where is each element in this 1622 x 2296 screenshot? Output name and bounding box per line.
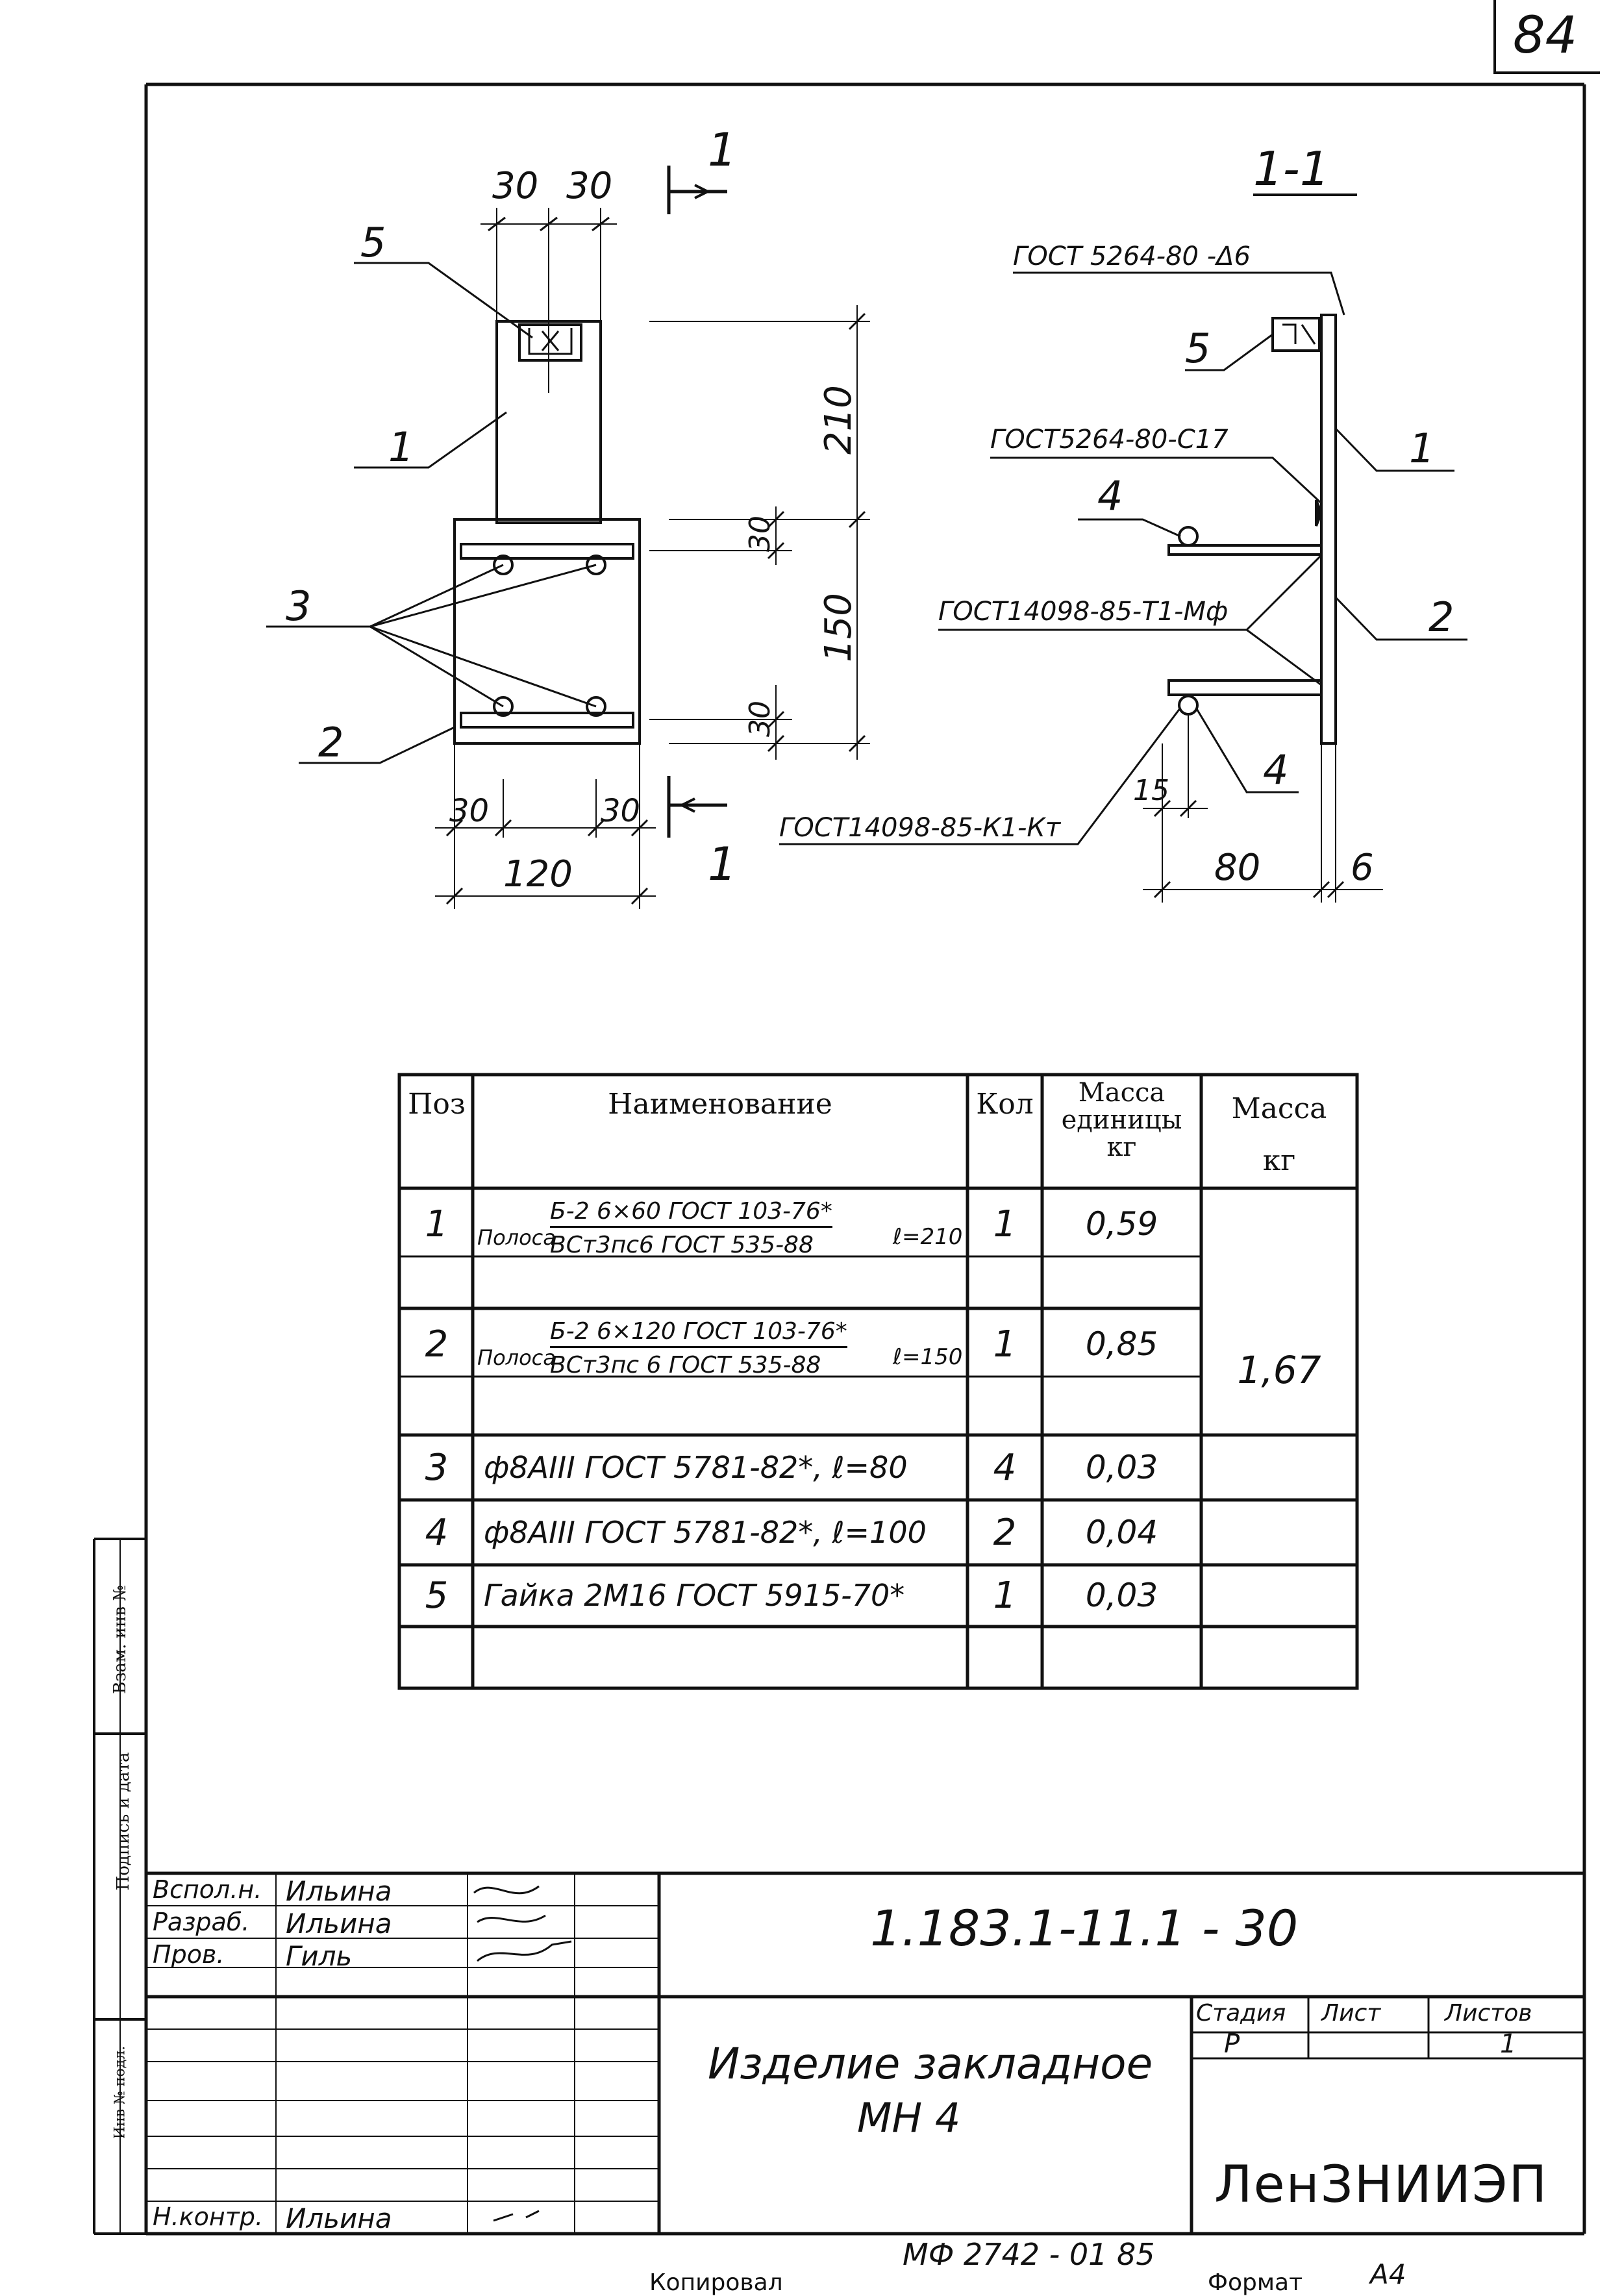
row-1-name: Полоса Б-2 6×60 ГОСТ 103-76* ВСт3пс6 ГОС… — [477, 1198, 964, 1282]
plate-pos-2 — [453, 518, 641, 745]
dim-30-lower: 30 — [743, 701, 777, 737]
section-label-4-top: 4 — [1097, 472, 1123, 519]
front-label-5: 5 — [360, 219, 386, 266]
footer-format-label: Формат — [1208, 2269, 1303, 2296]
name-executed: Ильина — [286, 1875, 392, 1907]
dim-top-1: 30 — [492, 165, 538, 207]
organization-name: ЛенЗНИИЭП — [1214, 2156, 1549, 2214]
stage-label: Стадия — [1196, 2000, 1286, 2027]
weld-label-4: ГОСТ14098-85-К1-Кт — [779, 813, 1062, 843]
nut-pos-5 — [518, 323, 582, 362]
row-4-unit-mass: 0,04 — [1085, 1514, 1158, 1551]
row-5-name: Гайка 2М16 ГОСТ 5915-70* — [484, 1578, 905, 1613]
row-2-name-bottom: ВСт3пс 6 ГОСТ 535-88 — [550, 1352, 821, 1379]
product-name-line-1: Изделие закладное — [708, 2039, 1153, 2089]
header-mass: Масса кг — [1231, 1092, 1327, 1177]
row-2-prefix: Полоса — [477, 1345, 556, 1370]
role-checked: Пров. — [153, 1940, 225, 1969]
section-label-5: 5 — [1185, 325, 1210, 372]
role-norm-control: Н.контр. — [153, 2202, 264, 2231]
front-label-2: 2 — [318, 719, 343, 766]
dim-15: 15 — [1133, 774, 1169, 807]
header-pos: Поз — [408, 1087, 466, 1121]
page-number: 84 — [1513, 6, 1578, 65]
name-norm-control: Ильина — [286, 2202, 392, 2234]
sheet-label: Лист — [1321, 2000, 1381, 2027]
dim-80: 80 — [1214, 847, 1260, 889]
row-3-unit-mass: 0,03 — [1085, 1449, 1158, 1486]
row-2-pos: 2 — [425, 1323, 449, 1366]
document-number: 1.183.1-11.1 - 30 — [870, 1899, 1299, 1957]
spec-table-grid — [397, 1073, 1359, 1690]
row-2-length: ℓ=150 — [893, 1344, 963, 1370]
row-1-name-bottom: ВСт3пс6 ГОСТ 535-88 — [550, 1232, 814, 1258]
header-unit-mass: Масса единицы кг — [1061, 1078, 1182, 1162]
front-label-3: 3 — [286, 582, 311, 630]
row-3-name: ф8АIII ГОСТ 5781-82*, ℓ=80 — [484, 1450, 908, 1485]
sheets-label: Листов — [1445, 2000, 1532, 2027]
row-2-name: Полоса Б-2 6×120 ГОСТ 103-76* ВСт3пс 6 Г… — [477, 1318, 964, 1409]
role-executed: Вспол.н. — [153, 1875, 262, 1904]
row-2-qty: 1 — [993, 1323, 1017, 1366]
dim-30-upper: 30 — [743, 516, 777, 552]
weld-label-2: ГОСТ5264-80-С17 — [990, 425, 1229, 455]
row-3-pos: 3 — [425, 1446, 449, 1489]
total-mass: 1,67 — [1237, 1348, 1321, 1392]
header-qty: Кол — [976, 1087, 1034, 1121]
section-label-4-bottom: 4 — [1263, 746, 1288, 793]
name-checked: Гиль — [286, 1940, 353, 1972]
row-1-length: ℓ=210 — [893, 1224, 963, 1250]
front-label-1: 1 — [388, 423, 414, 471]
title-block-grid — [146, 1871, 1584, 2234]
dim-6: 6 — [1351, 847, 1374, 889]
weld-label-1: ГОСТ 5264-80 -Δ6 — [1013, 242, 1251, 271]
page-number-box — [1493, 0, 1600, 74]
stage-value: Р — [1224, 2029, 1240, 2059]
role-developed: Разраб. — [153, 1908, 250, 1936]
weld-label-3: ГОСТ14098-85-Т1-Мф — [938, 597, 1228, 627]
row-3-qty: 4 — [993, 1446, 1017, 1489]
row-2-unit-mass: 0,85 — [1085, 1325, 1158, 1363]
section-label-1: 1 — [1409, 425, 1434, 472]
row-5-qty: 1 — [993, 1574, 1017, 1617]
dim-bottom-2: 30 — [601, 793, 640, 829]
footer-code: МФ 2742 - 01 85 — [903, 2237, 1155, 2272]
front-cut-bottom: 1 — [708, 838, 737, 891]
dim-width-120: 120 — [503, 853, 573, 895]
row-1-unit-mass: 0,59 — [1085, 1205, 1158, 1243]
name-developed: Ильина — [286, 1908, 392, 1940]
front-cut-top: 1 — [708, 123, 737, 177]
sheets-value: 1 — [1500, 2029, 1517, 2059]
row-1-qty: 1 — [993, 1203, 1017, 1245]
footer-copied: Копировал — [649, 2269, 783, 2296]
section-view — [779, 193, 1467, 903]
footer-format-value: А4 — [1370, 2258, 1406, 2290]
dim-bottom-1: 30 — [449, 793, 489, 829]
row-4-qty: 2 — [993, 1511, 1017, 1554]
header-name: Наименование — [608, 1087, 832, 1121]
row-5-unit-mass: 0,03 — [1085, 1577, 1158, 1614]
row-1-pos: 1 — [425, 1203, 449, 1245]
row-1-prefix: Полоса — [477, 1225, 556, 1250]
section-plate — [1320, 314, 1337, 745]
dim-height-210: 210 — [817, 385, 860, 455]
section-label-2: 2 — [1429, 593, 1454, 641]
row-2-name-top: Б-2 6×120 ГОСТ 103-76* — [550, 1318, 847, 1348]
row-4-pos: 4 — [425, 1511, 449, 1554]
row-5-pos: 5 — [425, 1574, 449, 1617]
product-name-line-2: МН 4 — [857, 2094, 961, 2141]
row-1-name-top: Б-2 6×60 ГОСТ 103-76* — [550, 1198, 832, 1228]
section-title: 1-1 — [1253, 142, 1330, 196]
dim-top-2: 30 — [566, 165, 612, 207]
row-4-name: ф8АIII ГОСТ 5781-82*, ℓ=100 — [484, 1515, 927, 1550]
bar-lower — [460, 712, 634, 729]
front-view — [266, 166, 870, 909]
bar-upper — [460, 543, 634, 560]
dim-height-150: 150 — [817, 593, 860, 662]
